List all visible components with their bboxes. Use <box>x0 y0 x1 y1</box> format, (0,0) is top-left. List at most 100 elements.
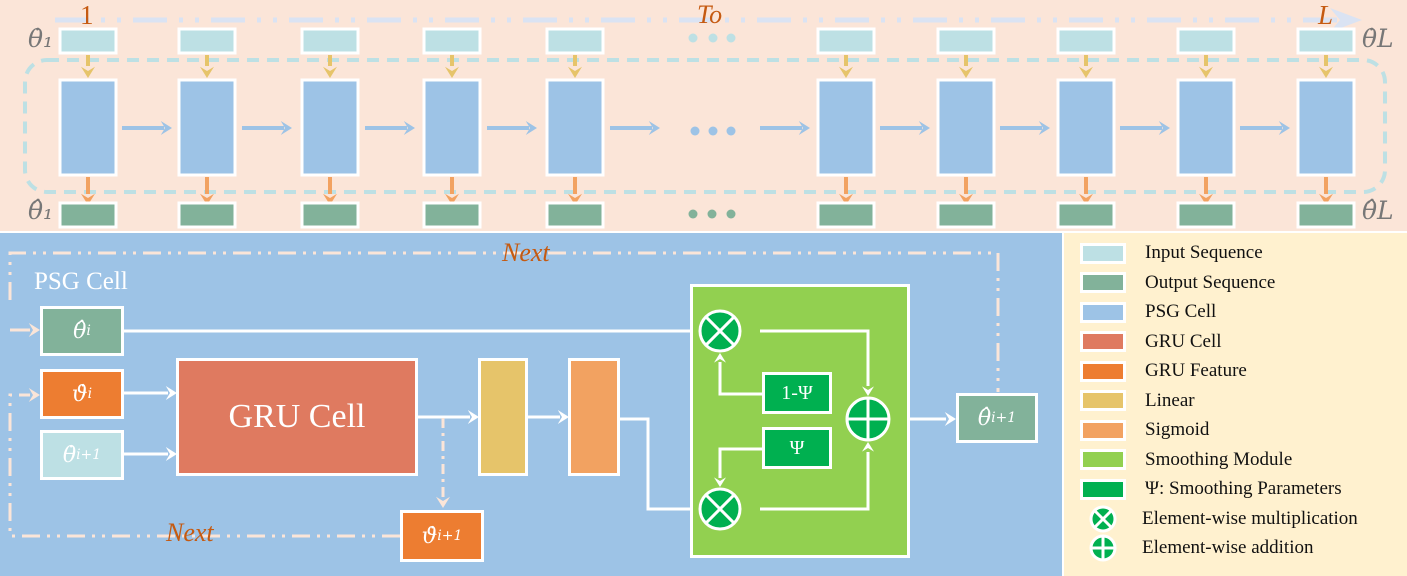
linear-to-sigmoid-arrowhead <box>557 410 569 424</box>
legend-item: Element-wise multiplication <box>1080 505 1358 533</box>
input-arrow-head <box>1199 66 1213 78</box>
output-sequence-box <box>422 201 482 229</box>
legend-swatch <box>1080 301 1126 323</box>
legend-item: PSG Cell <box>1080 298 1216 326</box>
legend-item: Element-wise addition <box>1080 534 1313 562</box>
psi-to-multiply-line <box>718 447 762 478</box>
input-sequence-box <box>545 27 605 55</box>
vartheta-to-gru-arrowhead <box>165 386 177 400</box>
vartheta-next-symbol: ϑ̇ <box>421 523 438 549</box>
output-arrow-head <box>568 193 582 205</box>
legend-swatch <box>1080 478 1126 500</box>
psg-cell-box <box>300 78 360 177</box>
legend-item: Input Sequence <box>1080 239 1263 267</box>
ellipsis-dot <box>726 126 736 136</box>
legend-label: Element-wise multiplication <box>1142 507 1358 529</box>
input-arrow-head <box>445 66 459 78</box>
sigmoid-to-multiply-line <box>620 417 712 511</box>
input-arrow-head <box>839 66 853 78</box>
sequence-arrow-head <box>403 121 415 135</box>
one-minus-psi-label: 1-Ψ <box>781 381 813 404</box>
ellipsis-dot <box>688 33 698 43</box>
gru-feature-branch-arrowhead <box>436 496 450 508</box>
gru-to-linear-arrowhead <box>467 410 479 424</box>
theta-hat-next-output: θ̂i+1 <box>956 393 1038 443</box>
input-sequence-box <box>1296 27 1356 55</box>
vartheta-next-output: ϑ̇i+1 <box>400 510 484 562</box>
input-arrow-head <box>959 66 973 78</box>
multiply-bottom-to-add-arrowhead <box>862 442 874 452</box>
legend-label: Output Sequence <box>1145 271 1276 293</box>
output-sequence-box <box>58 201 118 229</box>
sequence-start-label: 1 <box>80 0 94 30</box>
legend-swatch <box>1080 419 1126 441</box>
legend-swatch <box>1080 272 1126 293</box>
legend-label: Element-wise addition <box>1142 537 1314 558</box>
one-minus-psi-block: 1-Ψ <box>762 372 832 414</box>
ellipsis-dot <box>726 33 736 43</box>
legend-item: Smoothing Module <box>1080 446 1292 474</box>
input-arrow-head <box>1319 66 1333 78</box>
theta-dot-next-subscript: i+1 <box>76 447 102 463</box>
input-last-label: θ̇L <box>1362 24 1394 53</box>
smoothing-module-graphic <box>698 309 891 531</box>
legend-label: PSG Cell <box>1145 301 1217 322</box>
sequence-end-label: L <box>1318 0 1334 30</box>
gru-cell-label: GRU Cell <box>228 398 366 435</box>
legend-swatch <box>1080 390 1126 411</box>
vartheta-next-subscript: i+1 <box>437 528 463 544</box>
sequence-arrow-head <box>648 121 660 135</box>
input-arrow-head <box>323 66 337 78</box>
one-minus-psi-to-multiply-line <box>718 362 762 396</box>
output-sequence-box <box>936 201 996 229</box>
legend-item: GRU Cell <box>1080 328 1222 356</box>
multiply-bottom-icon <box>698 487 742 531</box>
one-minus-psi-to-multiply-arrowhead <box>714 353 726 363</box>
legend-item: Ψ: Smoothing Parameters <box>1080 475 1342 503</box>
legend-label: GRU Cell <box>1145 330 1222 352</box>
psg-cell-box <box>1296 78 1356 177</box>
theta-hat-next-subscript: i+1 <box>991 410 1017 426</box>
ellipsis-dot <box>688 209 698 219</box>
sequence-arrow-head <box>160 121 172 135</box>
output-sequence-box <box>1056 201 1116 229</box>
add-icon <box>1089 534 1117 562</box>
sequence-arrow-head <box>525 121 537 135</box>
legend-label: GRU Feature <box>1145 360 1247 381</box>
sequence-arrow-head <box>1158 121 1170 135</box>
psg-cell-connections <box>8 251 1000 538</box>
output-sequence-box <box>177 201 237 229</box>
ellipsis-dot <box>707 209 717 219</box>
sequence-arrow-head <box>798 121 810 135</box>
multiply-icon <box>1089 505 1117 532</box>
input-arrow-head <box>568 66 582 78</box>
theta-hat-next-symbol: θ̂ <box>977 405 992 431</box>
output-sequence-box <box>1176 201 1236 229</box>
next-loop-bottom-arrowhead <box>28 388 40 402</box>
sequence-arrow-head <box>1278 121 1290 135</box>
legend-label: Sigmoid <box>1145 419 1210 440</box>
output-last-label: θ̂L <box>1362 196 1394 225</box>
sequence-overview-graphic <box>23 8 1387 229</box>
output-arrow-head <box>839 193 853 205</box>
sequence-direction-label: To <box>697 0 723 29</box>
legend-label: Ψ: Smoothing Parameters <box>1145 478 1342 499</box>
linear-layer-block <box>478 358 528 476</box>
multiply-top-to-add-arrowhead <box>862 386 874 396</box>
theta-hat-i-symbol: θ̂ <box>73 318 87 344</box>
ellipsis-dot <box>690 126 700 136</box>
psg-cell-box <box>936 78 996 177</box>
output-arrow-head <box>1319 193 1333 205</box>
legend-swatch <box>1080 331 1126 352</box>
multiply-top-icon <box>698 309 742 353</box>
legend-item: Sigmoid <box>1080 416 1209 444</box>
input-sequence-box <box>300 27 360 55</box>
multiply-bottom-to-add-line <box>760 452 870 511</box>
input-sequence-box <box>1176 27 1236 55</box>
sequence-arrow-head <box>1038 121 1050 135</box>
output-arrow-head <box>200 193 214 205</box>
output-arrow-head <box>81 193 95 205</box>
input-sequence-box <box>816 27 876 55</box>
theta-dot-to-gru-arrowhead <box>165 447 177 461</box>
